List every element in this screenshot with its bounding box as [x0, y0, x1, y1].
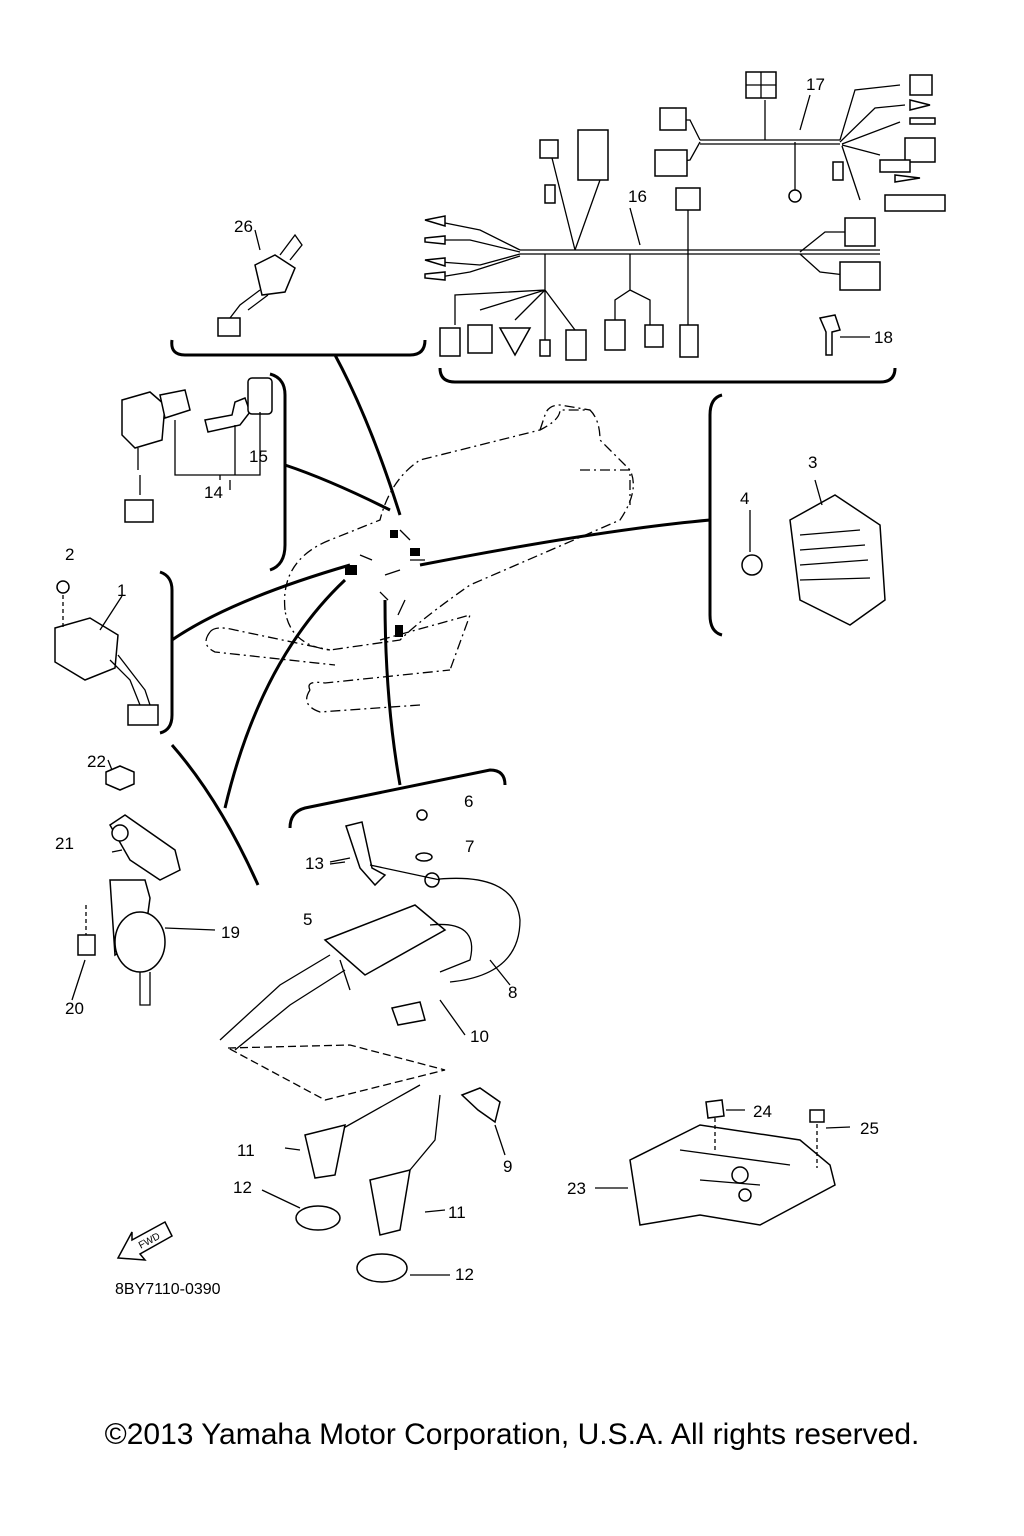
callout-25: 25 [860, 1119, 879, 1138]
callout-14: 14 [204, 483, 223, 502]
callout-23: 23 [567, 1179, 586, 1198]
part-23-25-bracket [595, 1099, 851, 1226]
part-1-2-relay [54, 580, 159, 726]
callout-21: 21 [55, 834, 74, 853]
callout-12a: 12 [233, 1178, 252, 1197]
callout-3: 3 [808, 453, 817, 472]
part-19-22-clamp [77, 765, 216, 1006]
callout-11b: 11 [448, 1203, 466, 1222]
callout-19: 19 [221, 923, 240, 942]
callout-leaders [71, 94, 811, 1001]
callout-9: 9 [503, 1157, 512, 1176]
callout-16: 16 [628, 187, 647, 206]
callout-1: 1 [117, 581, 126, 600]
callout-8: 8 [508, 983, 517, 1002]
fwd-arrow-icon: FWD [116, 1220, 173, 1261]
callout-7: 7 [465, 837, 474, 856]
callout-labels: 1 2 3 4 5 6 7 8 9 10 11 11 12 12 13 14 1… [55, 75, 893, 1284]
callout-18: 18 [874, 328, 893, 347]
copyright-notice: ©2013 Yamaha Motor Corporation, U.S.A. A… [104, 1418, 920, 1451]
part-14-15-main-switch [121, 377, 273, 523]
callout-24: 24 [753, 1102, 772, 1121]
group-leaders [170, 354, 711, 886]
part-5-13-ignition-coil [219, 809, 521, 1283]
callout-26: 26 [234, 217, 253, 236]
group-brackets [159, 339, 897, 829]
callout-11a: 11 [237, 1141, 255, 1160]
part-26-switch [217, 233, 303, 337]
callout-2: 2 [65, 545, 74, 564]
part-16-17-wire-harness [424, 71, 946, 361]
snowmobile-outline [205, 404, 634, 713]
machine-components [345, 529, 425, 637]
callout-12b: 12 [455, 1265, 474, 1284]
callout-22: 22 [87, 752, 106, 771]
part-18-key [818, 314, 870, 356]
part-3-4-regulator [741, 479, 886, 626]
callout-20: 20 [65, 999, 84, 1018]
callout-6: 6 [464, 792, 473, 811]
callout-4: 4 [740, 489, 749, 508]
callout-10: 10 [470, 1027, 489, 1046]
callout-17: 17 [806, 75, 825, 94]
callout-13: 13 [305, 854, 324, 873]
drawing-code: 8BY7110-0390 [115, 1281, 221, 1298]
callout-15: 15 [249, 447, 268, 466]
callout-5: 5 [303, 910, 312, 929]
